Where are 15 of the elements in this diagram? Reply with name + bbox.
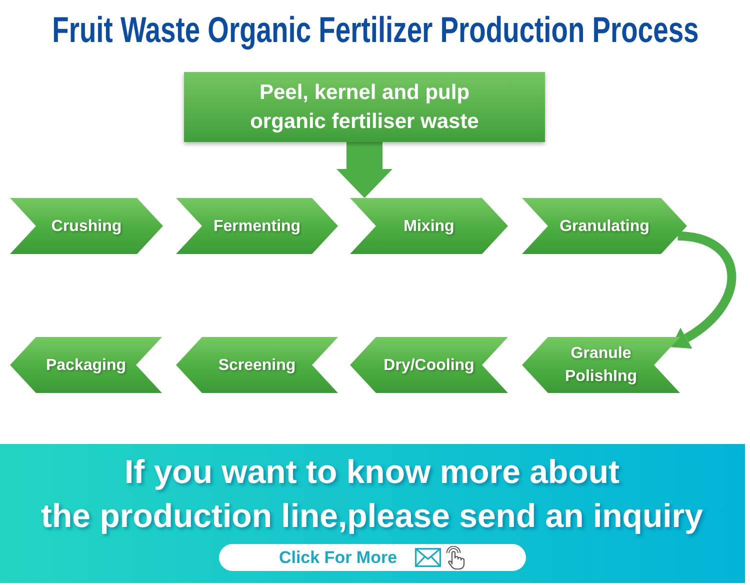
step-label: Dry/Cooling <box>384 356 474 376</box>
step-label: Crushing <box>51 216 122 236</box>
title: Fruit Waste Organic Fertilizer Production Process <box>52 10 698 50</box>
click-for-more-button: Click For More <box>219 544 526 571</box>
block-arrow <box>336 142 392 198</box>
input-box <box>184 72 545 142</box>
step-label: Fermenting <box>213 216 301 236</box>
inquiry-banner <box>0 444 745 583</box>
step-label: Screening <box>218 356 296 376</box>
step-label: Mixing <box>404 216 454 236</box>
step-label: Granulating <box>560 216 650 236</box>
step-label: Packaging <box>46 356 126 376</box>
inquiry-text: If you want to know more about the production line,please send an inquiry <box>40 452 704 536</box>
box-label: Peel, kernel and pulp organic fertiliser waste <box>249 80 480 135</box>
step-label: Granule PolishIng <box>564 344 638 387</box>
